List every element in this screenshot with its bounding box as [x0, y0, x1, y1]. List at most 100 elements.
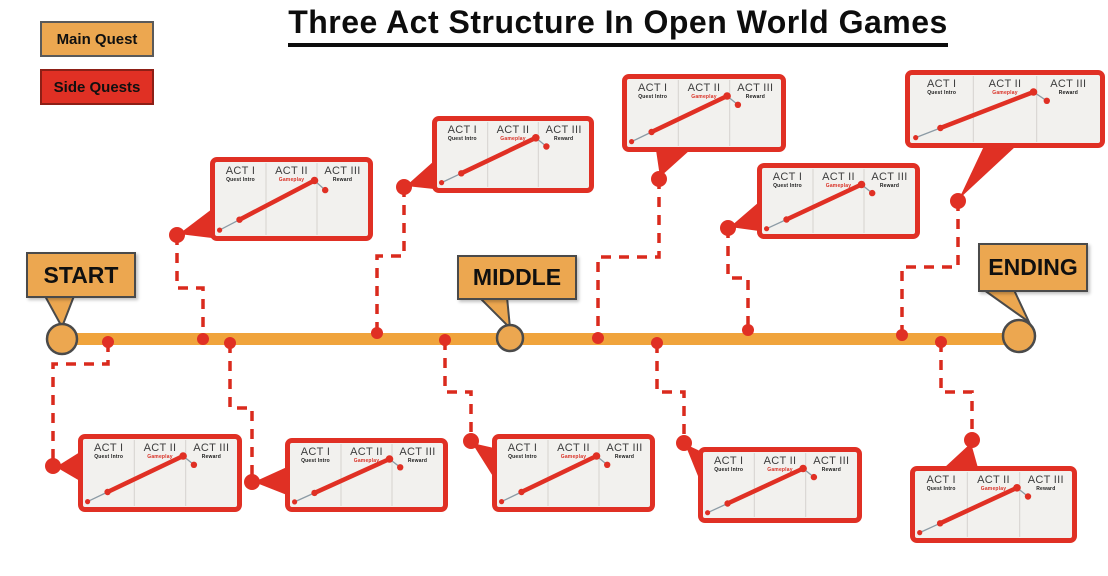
quest-curve-point [936, 520, 944, 527]
callout-tail [56, 452, 80, 481]
side-quest-callout: ACT I Quest Intro ACT II Gameplay ACT II… [910, 466, 1077, 543]
act-i-column: ACT I Quest Intro [437, 124, 488, 142]
act-i-column: ACT I Quest Intro [215, 165, 266, 183]
legend-main-quest-label: Main Quest [56, 30, 138, 48]
act-i-label: ACT I [447, 124, 478, 136]
quest-curve-point [458, 170, 465, 177]
quest-curve-main [650, 93, 729, 135]
quest-curve-thin [501, 455, 608, 503]
ending-node [1001, 318, 1037, 354]
act-i-label: ACT I [772, 171, 803, 183]
callout-dot [45, 458, 61, 474]
act-i-label: ACT I [225, 165, 256, 177]
quest-curve-point [543, 143, 550, 150]
act-i-sublabel: Quest Intro [447, 135, 477, 142]
quest-curve-point [311, 489, 318, 497]
act-iii-sublabel: Reward [821, 466, 841, 473]
act-iii-label: ACT III [737, 82, 774, 94]
act-ii-label: ACT II [350, 446, 383, 458]
act-ii-sublabel: Gameplay [825, 182, 852, 189]
act-i-label: ACT I [713, 455, 744, 467]
callout-tail [944, 443, 978, 468]
callout-dot [950, 193, 966, 209]
dashed-connector [726, 228, 750, 330]
legend: Main Quest Side Quests [40, 21, 154, 117]
act-ii-label: ACT II [822, 171, 855, 183]
quest-curve-point [322, 186, 329, 194]
quest-curve-point [937, 124, 944, 132]
callout-tail [959, 146, 1016, 199]
page-title: Three Act Structure In Open World Games [222, 4, 1014, 47]
dashed-connector [443, 340, 473, 441]
act-iii-column: ACT III Reward [392, 446, 443, 464]
act-structure-chart [439, 122, 550, 187]
side-quest-callout: ACT I Quest Intro ACT II Gameplay ACT II… [210, 157, 373, 241]
act-i-column: ACT I Quest Intro [703, 455, 754, 473]
quest-curve-point [292, 499, 298, 505]
timeline-dot [371, 327, 383, 339]
act-ii-column: ACT II Gameplay [813, 171, 864, 189]
timeline-label-ending: ENDING [978, 243, 1088, 292]
quest-curve-point [913, 135, 919, 141]
timeline-dot [935, 336, 947, 348]
quest-curve-point [799, 464, 807, 473]
callout-tail [179, 209, 212, 238]
ending-label-text: ENDING [988, 254, 1078, 280]
quest-curve-point [734, 101, 742, 108]
quest-curve-main [785, 182, 863, 222]
side-quest-callout: ACT I Quest Intro ACT II Gameplay ACT II… [905, 70, 1105, 148]
quest-curve-point [869, 189, 876, 197]
act-headers: ACT I Quest Intro ACT II Gameplay ACT II… [762, 171, 915, 189]
callout-tail [685, 444, 700, 481]
timeline-dot [592, 332, 604, 344]
act-ii-sublabel: Gameplay [691, 93, 717, 100]
quest-curve-point [1043, 97, 1050, 104]
act-iii-column: ACT III Reward [1020, 474, 1072, 492]
quest-curve-point [724, 500, 731, 507]
quest-curve-point [397, 464, 404, 471]
act-structure-chart [917, 472, 1032, 537]
quest-curve-point [499, 499, 505, 505]
quest-curve-main [520, 453, 598, 495]
act-ii-column: ACT II Gameplay [548, 442, 599, 460]
act-ii-sublabel: Gameplay [560, 453, 587, 460]
act-iii-sublabel: Reward [1058, 89, 1078, 96]
act-iii-label: ACT III [324, 165, 361, 177]
act-headers: ACT I Quest Intro ACT II Gameplay ACT II… [703, 455, 857, 473]
act-ii-label: ACT II [763, 455, 797, 467]
act-iii-label: ACT III [813, 455, 850, 467]
start-label-text: START [43, 261, 119, 288]
ending-node-tail [980, 289, 1032, 326]
quest-curve-main [726, 466, 805, 506]
quest-curve-thin [631, 95, 739, 143]
quest-curve-point [604, 461, 611, 468]
timeline-dot [896, 329, 908, 341]
quest-curve-point [85, 499, 91, 505]
callout-dot [651, 171, 667, 187]
side-quest-callout: ACT I Quest Intro ACT II Gameplay ACT II… [492, 434, 655, 512]
act-i-sublabel: Quest Intro [94, 453, 124, 460]
act-i-column: ACT I Quest Intro [915, 474, 967, 492]
act-i-sublabel: Quest Intro [926, 485, 956, 492]
quest-curve-point [518, 488, 525, 496]
quest-curve-point [705, 510, 711, 516]
act-structure-chart [705, 453, 818, 517]
act-ii-label: ACT II [687, 82, 721, 94]
act-iii-sublabel: Reward [1036, 485, 1056, 492]
act-headers: ACT I Quest Intro ACT II Gameplay ACT II… [215, 165, 368, 183]
quest-curve-point [310, 176, 319, 185]
timeline-dot [197, 333, 209, 345]
act-iii-label: ACT III [193, 442, 230, 454]
quest-curve-thin [87, 455, 195, 503]
act-ii-label: ACT II [496, 124, 530, 136]
act-headers: ACT I Quest Intro ACT II Gameplay ACT II… [497, 442, 650, 460]
act-ii-column: ACT II Gameplay [266, 165, 317, 183]
quest-curve-point [1029, 88, 1038, 96]
callout-dot [676, 435, 692, 451]
callout-dot [396, 179, 412, 195]
quest-curve-main [939, 485, 1018, 526]
act-iii-sublabel: Reward [332, 176, 353, 183]
page-title-text: Three Act Structure In Open World Games [288, 4, 948, 47]
act-i-sublabel: Quest Intro [773, 182, 802, 189]
